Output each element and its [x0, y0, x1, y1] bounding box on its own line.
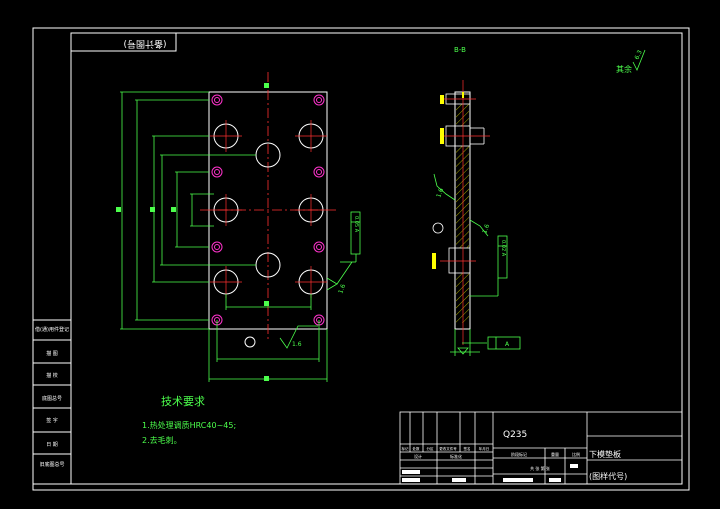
- gdt-frame-flatness: [350, 211, 361, 255]
- left-row-2: 描 图: [46, 350, 58, 357]
- scale-header: 比例: [572, 451, 580, 457]
- tech-title: 技术要求: [161, 395, 205, 408]
- rough-mark-1: 1.6: [337, 283, 347, 295]
- outer-border: [32, 27, 690, 491]
- material: Q235: [503, 430, 527, 440]
- rough-mark-0: 1.6: [292, 341, 302, 348]
- left-row-0: 借(通)用件登记: [35, 326, 69, 333]
- rev-header-1: 处数: [413, 446, 421, 451]
- gdt-par-text: 0.02 A: [500, 240, 506, 257]
- part-name: 下模垫板: [589, 449, 621, 459]
- left-strip-table: 借(通)用件登记 描 图 描 校 底图总号 签 字 日 期 旧底图总号: [32, 319, 72, 485]
- roughness-note-value: 6.3: [633, 49, 643, 61]
- gdt-flat-text: 0.05 A: [353, 216, 359, 233]
- inner-border: [70, 32, 683, 485]
- tech-item-0: 1.热处理调质HRC40~45;: [142, 420, 236, 430]
- roughness-symbol: [279, 325, 318, 349]
- plan-view: 1.6 1.6 0.05 A: [116, 72, 361, 382]
- hole-pin: [244, 336, 256, 348]
- rev-header-4: 签名: [464, 446, 471, 451]
- left-row-1: 旧底图总号: [39, 461, 64, 468]
- roughness-symbol: [326, 277, 338, 291]
- section-label: B-B: [454, 46, 466, 54]
- sheet-info: 共 张 第 张: [530, 465, 550, 471]
- left-row-6: 日 期: [46, 442, 58, 448]
- rev-header-0: 标记: [402, 446, 410, 451]
- pin-hole-symbol: [432, 222, 444, 234]
- rev-header-2: 分区: [427, 446, 435, 451]
- design-label: 设计: [414, 453, 422, 459]
- roughness-note: 其余 6.3: [616, 49, 646, 74]
- stage-header: 阶段标记: [511, 451, 527, 457]
- rough-mark-2: 1.6: [435, 187, 445, 199]
- datum-triangle: [457, 347, 469, 355]
- tech-requirements: 技术要求 1.热处理调质HRC40~45; 2.去毛刺。: [142, 395, 236, 445]
- drawing-number: (图样代号): [589, 471, 627, 481]
- standard-label: 标准化: [450, 453, 462, 459]
- rev-header-5: 年月日: [479, 446, 490, 451]
- top-label-box: [70, 32, 177, 52]
- title-block: [399, 411, 683, 485]
- datum-label: A: [505, 341, 510, 348]
- tech-item-1: 2.去毛刺。: [142, 435, 182, 445]
- rough-mark-3: 1.6: [481, 223, 491, 235]
- roughness-note-text: 其余: [616, 64, 632, 74]
- section-view: B-B: [432, 46, 521, 356]
- left-row-4: 底图总号: [42, 395, 62, 402]
- datum-frame: [487, 336, 521, 350]
- gdt-frame-parallel: [497, 235, 508, 279]
- left-row-3: 描 校: [46, 372, 58, 379]
- rev-header-3: 更改文件号: [439, 446, 457, 451]
- top-label: (备计图号): [123, 38, 166, 50]
- title-block-fills: [402, 464, 578, 482]
- weight-header: 重量: [551, 451, 559, 457]
- left-row-5: 签 字: [46, 417, 58, 424]
